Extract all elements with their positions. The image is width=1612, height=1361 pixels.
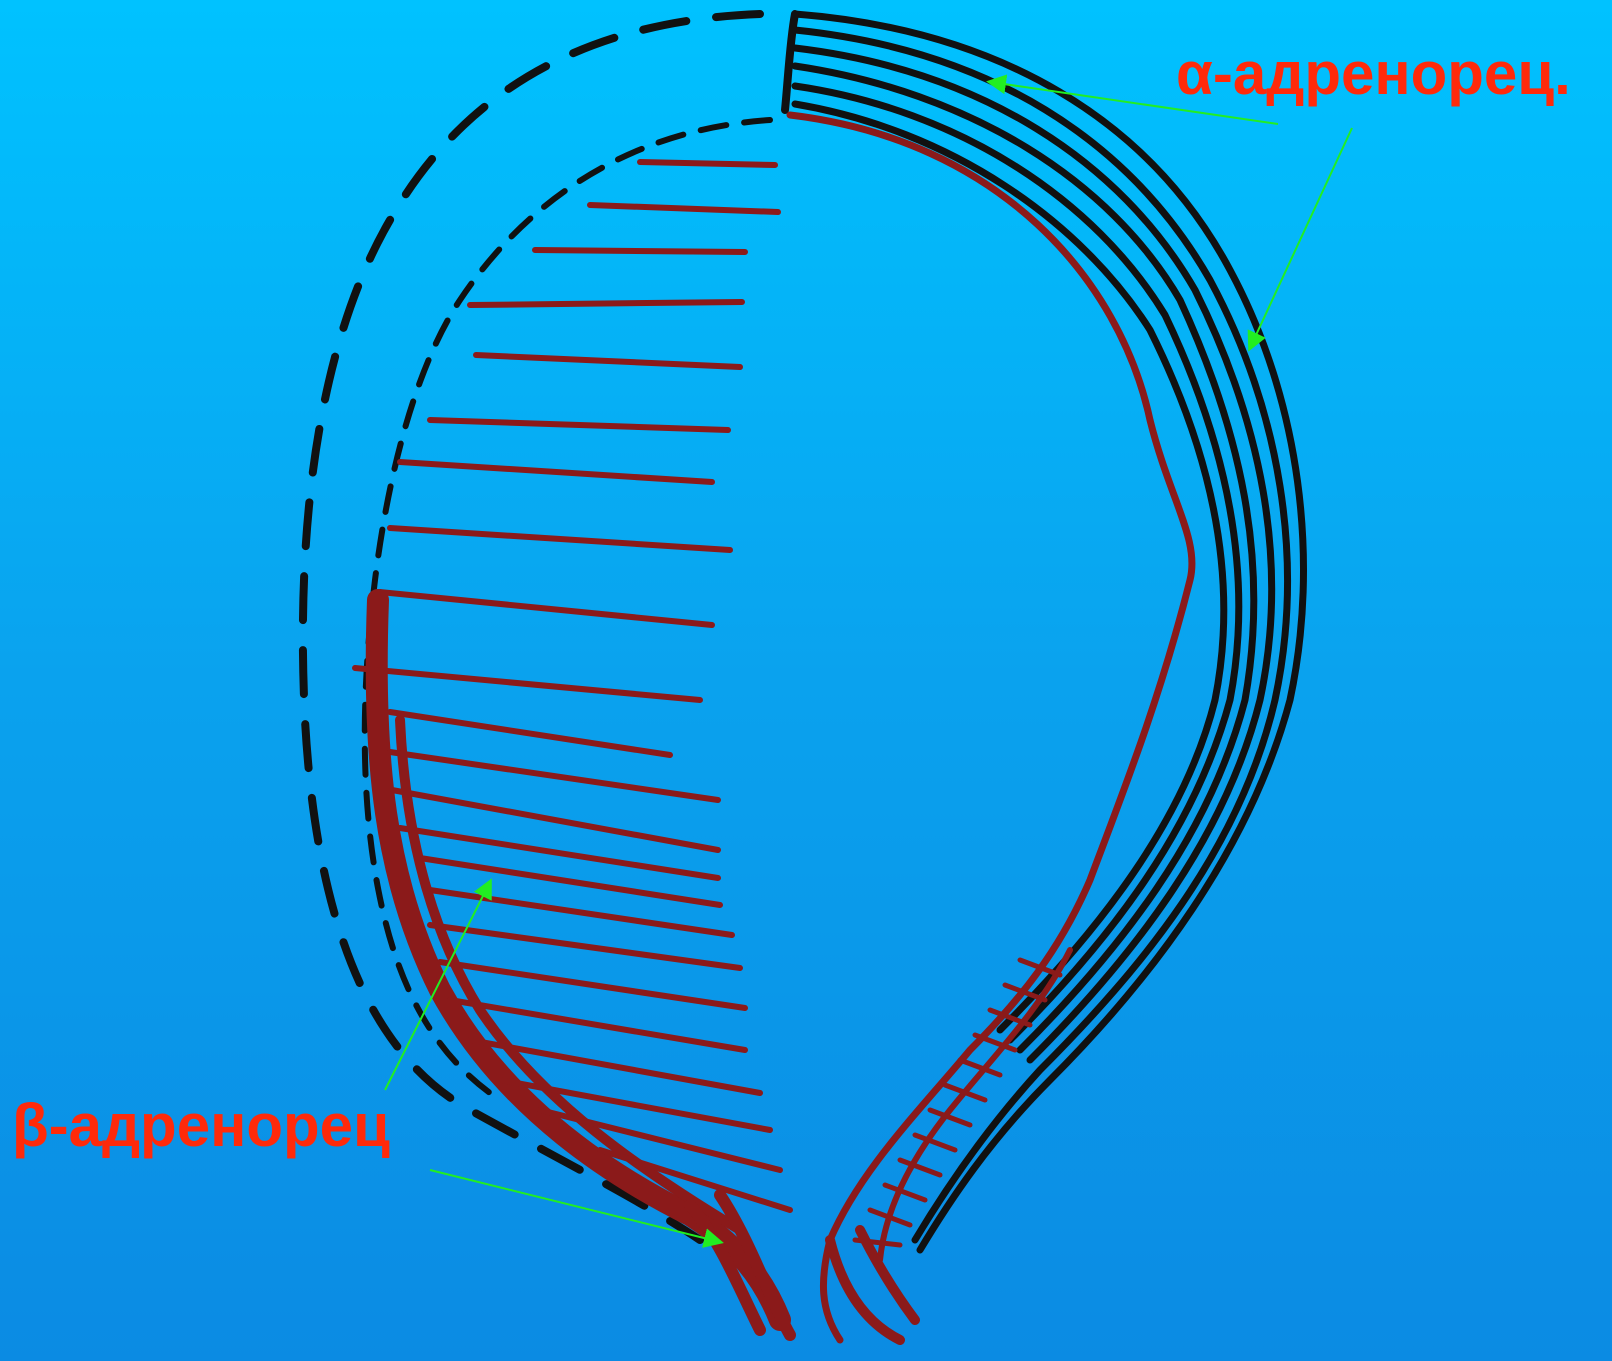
beta-fiber (400, 828, 718, 878)
beta-fiber (440, 962, 745, 1008)
beta-fiber (380, 592, 712, 625)
alpha-bundle (795, 48, 1272, 1060)
beta-adrenoreceptor-label: β-адренорец (12, 1096, 390, 1156)
beta-fiber (535, 250, 745, 252)
beta-fiber (392, 790, 718, 850)
alpha-pointer-2 (1250, 128, 1352, 348)
beta-fiber (640, 162, 775, 165)
alpha-top-edge (785, 14, 795, 110)
alpha-adrenoreceptor-label: α-адренорец. (1176, 44, 1571, 104)
beta-fiber (476, 355, 740, 367)
beta-fiber (390, 528, 730, 550)
ladder-rung (885, 1185, 925, 1200)
beta-fiber (390, 752, 718, 800)
right-neck (830, 1230, 915, 1340)
beta-fiber (355, 668, 700, 700)
alpha-muscle-bundles (795, 14, 1304, 1250)
beta-fiber (390, 712, 670, 755)
beta-fiber (430, 420, 728, 430)
beta-fiber (470, 302, 742, 305)
beta-fiber (590, 205, 778, 212)
beta-fiber (400, 462, 712, 482)
beta-muscle-fibers (355, 162, 790, 1210)
